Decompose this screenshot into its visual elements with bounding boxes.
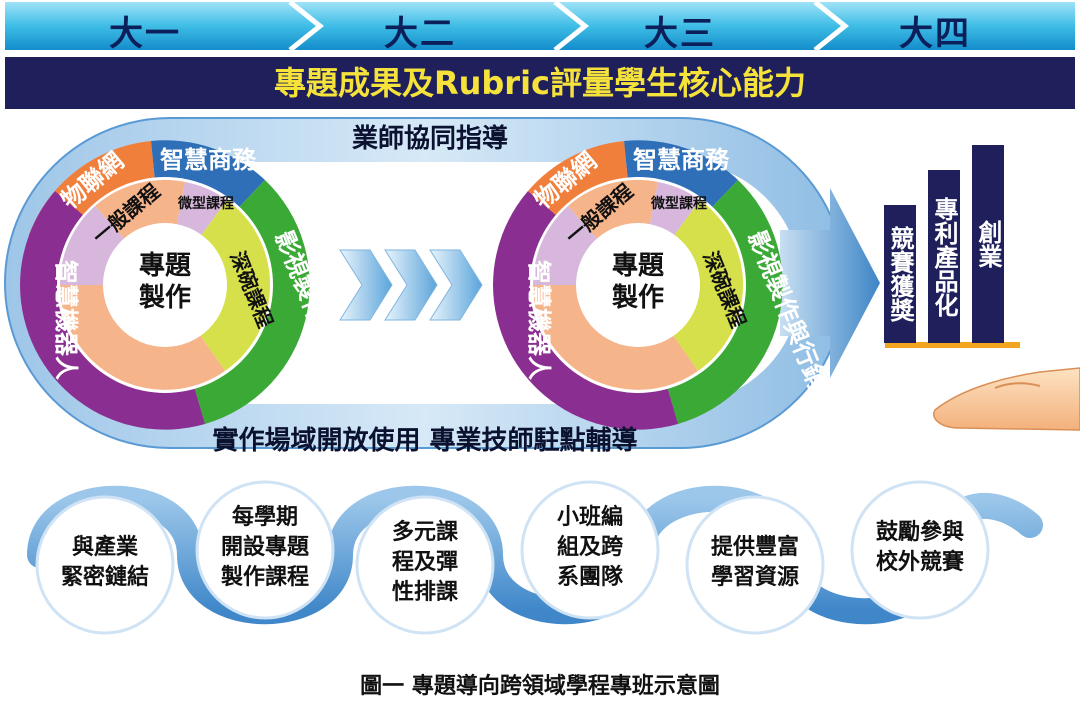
wheel-1-center-line-2: 製作 xyxy=(138,283,191,313)
wheel-2-center: 專題 製作 xyxy=(593,250,683,314)
bubble-bg-3 xyxy=(355,495,495,635)
hand-icon xyxy=(933,367,1080,431)
chevron-divider-3 xyxy=(813,0,850,52)
feature-wave xyxy=(27,480,1043,635)
bubble-bg-4 xyxy=(520,480,660,620)
bubble-flexible-courses: 多元課 程及彈 性排課 xyxy=(391,520,458,605)
chevron-divider-1 xyxy=(288,0,325,52)
outer-label-robotics: 智慧機器人 xyxy=(52,260,80,380)
inner-label-micro: 微型課程 xyxy=(177,195,234,212)
bubble-semester-courses: 每學期 開設專題 製作課程 xyxy=(220,505,309,590)
year-arrow-band xyxy=(5,0,1075,52)
bubble-bg-2 xyxy=(195,480,335,620)
wheel-2-center-line-2: 製作 xyxy=(611,283,664,313)
outer-label-smart-commerce: 智慧商務 xyxy=(160,146,257,174)
top-band-label: 業師協同指導 xyxy=(351,124,508,154)
progress-chevrons xyxy=(339,249,483,321)
bubble-small-teams: 小班編 組及跨 系團隊 xyxy=(556,505,623,590)
result-patent: 專利產品化 xyxy=(928,170,960,343)
bubble-bg-1 xyxy=(35,495,175,635)
figure-caption: 圖一 專題導向跨領域學程專班示意圖 xyxy=(360,674,720,699)
wheel-1-center: 專題 製作 xyxy=(120,250,210,314)
results-base xyxy=(885,342,1020,348)
wheel-1-center-line-1: 專題 xyxy=(138,251,191,281)
year-label-1: 大一 xyxy=(109,14,181,54)
result-arrow xyxy=(780,188,880,378)
course-wheel-2 xyxy=(493,140,783,430)
wheel-2-center-line-1: 專題 xyxy=(611,251,664,281)
main-diagram: 物聯網 智慧商務 影視製作與行銷 智慧機器人 一般課程 微型課程 深碗課程 物聯… xyxy=(3,117,1080,449)
bottom-band-label: 實作場域開放使用 專業技師駐點輔導 xyxy=(212,426,638,456)
year-label-3: 大三 xyxy=(644,14,716,54)
outer-label-robotics-2: 智慧機器人 xyxy=(525,260,553,380)
course-wheel-1 xyxy=(20,140,310,430)
diagram-title: 專題成果及Rubric評量學生核心能力 xyxy=(273,64,807,102)
result-startup: 創業 xyxy=(972,145,1004,343)
bubble-industry-link: 與產業 緊密鏈結 xyxy=(60,535,149,590)
bubble-competitions: 鼓勵參與 校外競賽 xyxy=(875,520,964,575)
result-competition: 競賽獲獎 xyxy=(884,205,916,343)
year-label-4: 大四 xyxy=(899,14,971,54)
bubble-bg-6 xyxy=(850,480,990,620)
chevron-divider-2 xyxy=(553,0,590,52)
outer-label-smart-commerce-2: 智慧商務 xyxy=(633,146,730,174)
bubble-bg-5 xyxy=(685,495,825,635)
year-label-2: 大二 xyxy=(384,14,456,54)
bubble-learning-resources: 提供豐富 學習資源 xyxy=(710,535,799,590)
inner-label-micro-2: 微型課程 xyxy=(650,195,707,212)
title-bar xyxy=(5,57,1075,109)
